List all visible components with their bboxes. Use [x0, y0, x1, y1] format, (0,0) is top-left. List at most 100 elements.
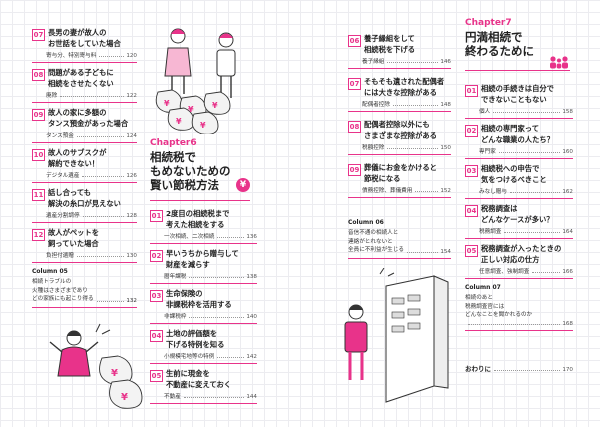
- item-keyword: 配偶者控除: [362, 102, 390, 108]
- item-keyword: 不動産: [164, 394, 181, 400]
- item-number-badge: 06: [348, 35, 361, 47]
- afterword[interactable]: おわりに 170: [465, 363, 573, 373]
- item-page-number: 122: [126, 93, 137, 99]
- column-05-line-3: どの家族にも起こり得る: [32, 296, 94, 302]
- column-05-line-2: 火種はさまざまであり: [32, 287, 88, 294]
- item-number-badge: 03: [465, 165, 478, 177]
- item-number-badge: 11: [32, 189, 45, 201]
- item-number-badge: 01: [465, 85, 478, 97]
- item-keyword: 養子縁組: [362, 59, 385, 65]
- item-number-badge: 09: [348, 164, 361, 176]
- item-page-number: 162: [562, 189, 573, 195]
- column-07[interactable]: Column 07 相続のあと 税務調査官には どんなことを聞かれるのか 168: [465, 284, 573, 331]
- item-title-line: どんなケースが多い？: [481, 214, 554, 224]
- item-title-line: お世話をしていた場合: [48, 38, 121, 48]
- svg-text:¥: ¥: [111, 368, 118, 379]
- item-title-line: 財産を減らす: [166, 259, 210, 269]
- chapter-6-title-1: 相続税で: [150, 150, 196, 164]
- item-keyword: 負担付遺贈: [46, 253, 74, 259]
- item-keyword: 専門家: [479, 149, 496, 155]
- item-number-badge: 10: [32, 149, 45, 161]
- item-title-line: そもそも遺された配偶者: [364, 77, 445, 86]
- column-05[interactable]: Column 05 相続トラブルの 火種はさまざまであり どの家族にも起こり得る…: [32, 268, 137, 308]
- column-06-page: 154: [440, 248, 451, 255]
- item-number-badge: 05: [150, 370, 163, 382]
- column-07-line-2: 税務調査官には: [465, 303, 505, 310]
- item-number-badge: 01: [150, 210, 163, 222]
- item-title-line: 生前に現金を: [166, 369, 210, 378]
- item-page-number: 148: [440, 102, 451, 108]
- item-page-number: 152: [440, 188, 451, 194]
- chapter-6-title-2: もめないための: [150, 164, 231, 178]
- item-title-line: 生命保険の: [166, 289, 203, 298]
- item-page-number: 124: [126, 133, 137, 139]
- item-title-line: 故人のサブスクが: [48, 148, 107, 157]
- column-06[interactable]: Column 06 音信不通の相続人と 連絡がとれないと 全員に不利益が生じる …: [348, 219, 451, 259]
- item-title-line: 早いうちから贈与して: [166, 249, 239, 258]
- couple-money-bags-illustration: ¥¥¥ ¥¥: [148, 22, 258, 134]
- item-title-line: 問題がある子どもに: [48, 68, 114, 77]
- item-title-line: 下げる特例を知る: [166, 339, 225, 349]
- item-number-badge: 12: [32, 229, 45, 241]
- column-06-label: Column 06: [348, 219, 384, 226]
- item-keyword: みなし贈与: [479, 189, 507, 195]
- item-title-line: 土地の評価額を: [166, 329, 218, 338]
- column-05-page: 132: [126, 297, 137, 304]
- item-title-line: 故人がペットを: [48, 228, 100, 237]
- item-title-line: 正しい対応の仕方: [481, 254, 540, 264]
- item-page-number: 140: [246, 314, 257, 320]
- item-number-badge: 02: [150, 250, 163, 262]
- item-page-number: 142: [246, 354, 257, 360]
- column-07-line-1: 相続のあと: [465, 295, 493, 301]
- item-title-line: 不動産に変えておく: [166, 379, 232, 389]
- afterword-label: おわりに: [465, 365, 491, 373]
- item-number-badge: 08: [348, 121, 361, 133]
- yen-icon: ¥: [236, 178, 250, 192]
- item-page-number: 146: [440, 59, 451, 65]
- svg-text:¥: ¥: [176, 117, 182, 126]
- item-title-line: 解決の糸口が見えない: [48, 198, 121, 208]
- item-page-number: 128: [126, 213, 137, 219]
- item-number-badge: 04: [465, 205, 478, 217]
- item-page-number: 144: [246, 394, 257, 400]
- item-keyword: 寄与分、特別寄与料: [46, 53, 97, 59]
- chapter-6-header: Chapter6 相続税で もめないための 賢い節税方法: [150, 138, 265, 192]
- item-keyword: 一次相続、二次相続: [164, 234, 215, 240]
- item-title-line: タンス預金があった場合: [48, 118, 129, 128]
- column-07-label: Column 07: [465, 284, 501, 291]
- column-06-line-3: 全員に不利益が生じる: [348, 247, 404, 253]
- item-keyword: タンス預金: [46, 133, 74, 139]
- chapter-6-title-3: 賢い節税方法: [150, 178, 219, 192]
- item-keyword: 廃除: [46, 93, 58, 99]
- item-title-line: 考えた相続をする: [166, 219, 225, 229]
- svg-text:¥: ¥: [212, 101, 218, 110]
- person-safe-illustration: [330, 268, 455, 418]
- item-number-badge: 08: [32, 69, 45, 81]
- item-page-number: 160: [562, 149, 573, 155]
- svg-text:¥: ¥: [164, 99, 170, 108]
- item-keyword: 暦年課税: [164, 274, 187, 280]
- item-title-line: 税務調査が入ったときの: [481, 244, 562, 253]
- item-title-line: 非課税枠を活用する: [166, 299, 232, 309]
- chapter-7-header: Chapter7 円満相続で 終わるために: [465, 18, 585, 58]
